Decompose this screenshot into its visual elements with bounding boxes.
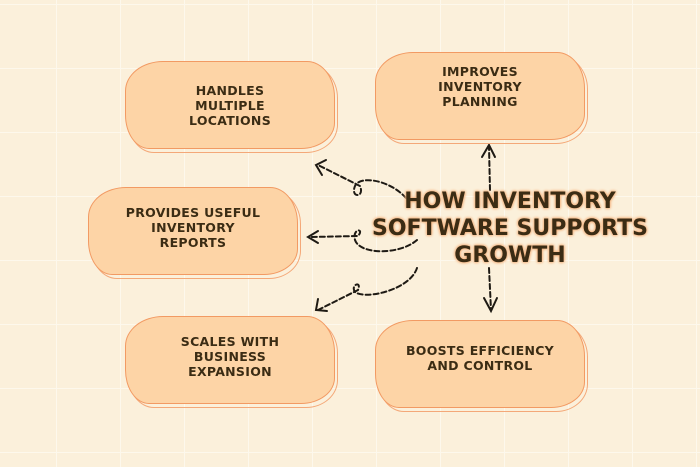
card-boosts-efficiency: BOOSTS EFFICIENCY AND CONTROL (375, 320, 588, 412)
arrow-to-locations (317, 164, 407, 199)
arrow-to-planning (488, 146, 491, 191)
card-label: BOOSTS EFFICIENCY AND CONTROL (405, 343, 555, 373)
arrowheads (306, 142, 498, 314)
card-label: SCALES WITH BUSINESS EXPANSION (180, 333, 280, 379)
card-improves-inventory-planning: IMPROVES INVENTORY PLANNING (375, 52, 588, 144)
diagram-title: HOW INVENTORY SOFTWARE SUPPORTS GROWTH (372, 189, 648, 268)
card-label: HANDLES MULTIPLE LOCATIONS (189, 82, 271, 128)
arrow-to-reports (309, 229, 418, 253)
card-handles-multiple-locations: HANDLES MULTIPLE LOCATIONS (125, 61, 338, 153)
card-scales-with-business: SCALES WITH BUSINESS EXPANSION (125, 316, 338, 408)
card-label: PROVIDES USEFUL INVENTORY REPORTS (125, 204, 261, 250)
arrow-to-scales (317, 267, 418, 311)
arrow-to-efficiency (488, 267, 492, 311)
card-provides-useful-reports: PROVIDES USEFUL INVENTORY REPORTS (88, 187, 301, 279)
card-label: IMPROVES INVENTORY PLANNING (438, 63, 522, 109)
